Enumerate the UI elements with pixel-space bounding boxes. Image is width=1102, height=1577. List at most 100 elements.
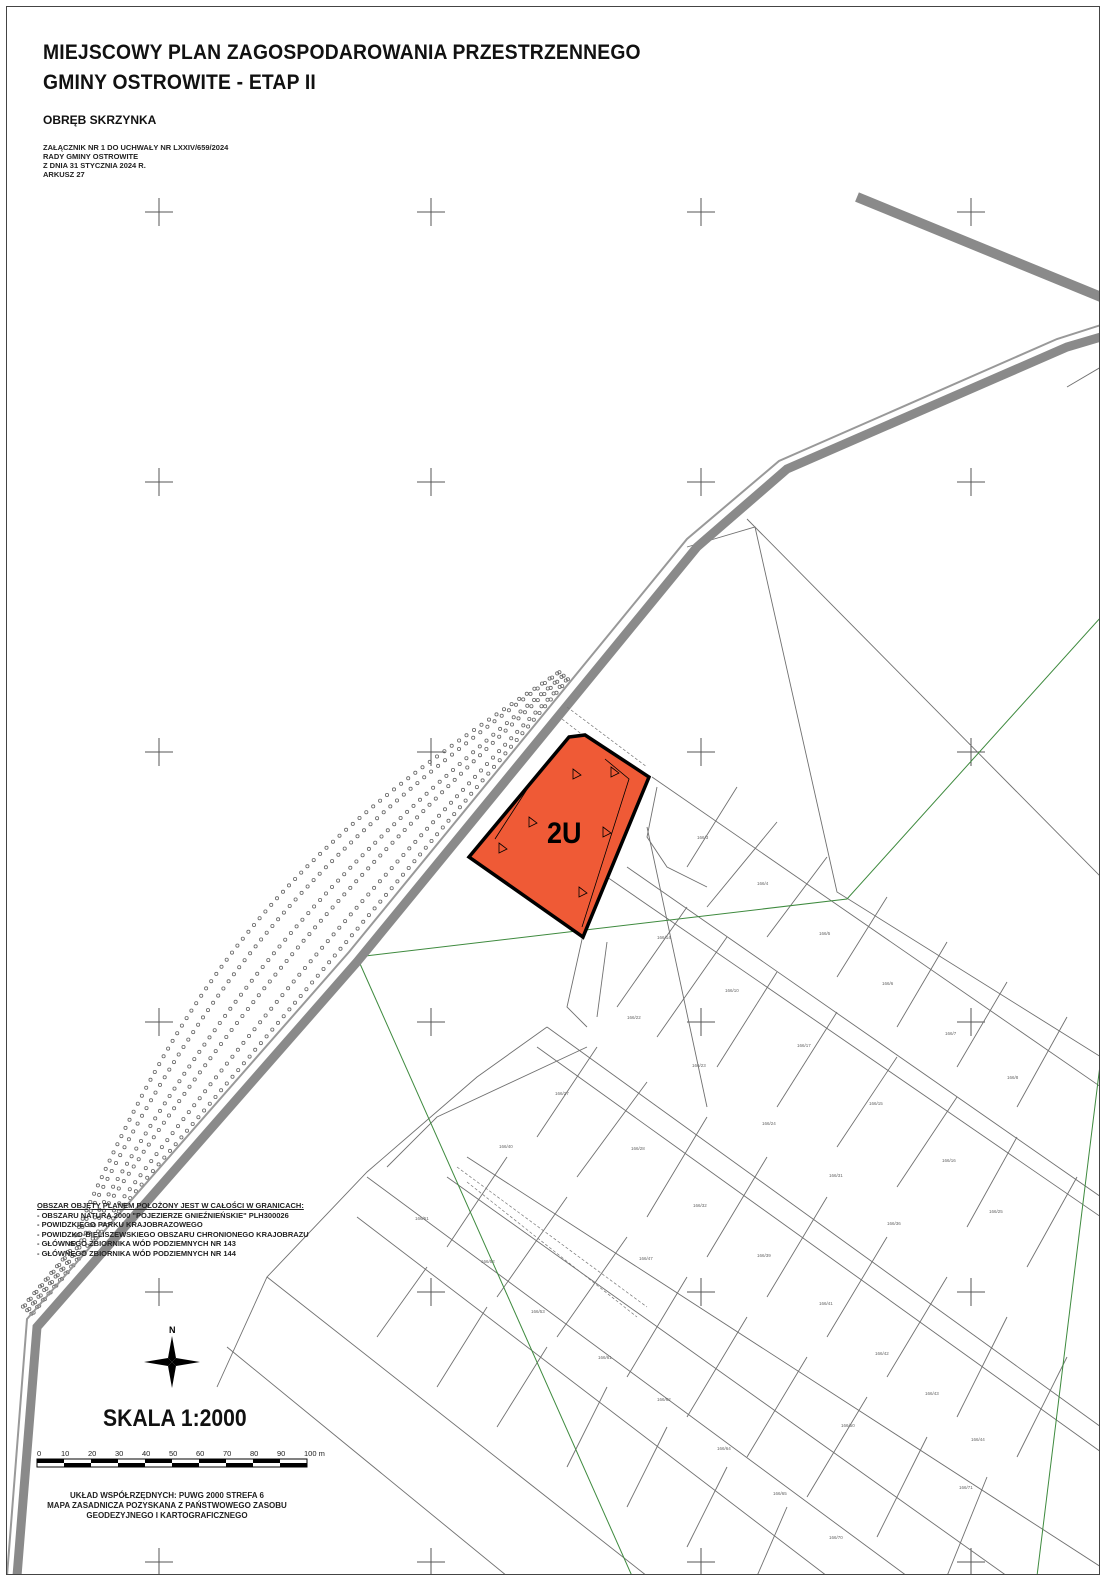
buffer-dot — [106, 1192, 111, 1197]
buffer-dot — [157, 1108, 162, 1113]
buffer-dot — [144, 1085, 149, 1090]
buffer-dot — [355, 834, 360, 839]
buffer-dot — [348, 912, 353, 917]
buffer-dot — [330, 905, 335, 910]
buffer-dot — [196, 1115, 201, 1120]
plot-label: 166/4 — [757, 881, 769, 886]
buffer-dot — [486, 771, 491, 776]
buffer-dot — [284, 959, 289, 964]
buffer-dot — [378, 798, 383, 803]
buffer-dot — [521, 697, 526, 702]
buffer-dot — [442, 807, 447, 812]
buffer-dot — [360, 872, 365, 877]
buffer-dot — [274, 999, 279, 1004]
buffer-dot — [224, 1081, 229, 1086]
buffer-dot — [184, 1128, 189, 1133]
buffer-dot — [114, 1161, 119, 1166]
buffer-dot — [172, 1106, 177, 1111]
buffer-dot — [535, 698, 540, 703]
buffer-dot — [181, 1045, 186, 1050]
map-title-line1: MIEJSCOWY PLAN ZAGOSPODAROWANIA PRZESTRZ… — [43, 41, 641, 64]
plot-labels: 166/3166/4166/5166/6166/7166/8166/14166/… — [415, 835, 1019, 1540]
buffer-dot — [118, 1153, 123, 1158]
buffer-dot — [138, 1173, 143, 1178]
buffer-dot — [325, 939, 330, 944]
buffer-dot — [366, 892, 371, 897]
plot-label: 166/44 — [971, 1437, 985, 1442]
buffer-dot — [161, 1054, 166, 1059]
buffer-dot — [383, 872, 388, 877]
plot-label: 166/50 — [841, 1423, 855, 1428]
buffer-dot — [258, 1041, 263, 1046]
buffer-dot — [497, 734, 502, 739]
buffer-dot — [431, 785, 436, 790]
buffer-dot — [73, 1233, 78, 1238]
buffer-dot — [560, 684, 565, 689]
buffer-dot — [186, 1110, 191, 1115]
buffer-dot — [539, 692, 544, 697]
buffer-dot — [305, 864, 310, 869]
buffer-dot — [182, 1091, 187, 1096]
buffer-dot — [286, 883, 291, 888]
legend-item: - POWIDZKO-BIELISZEWSKIEGO OBSZARU CHRON… — [37, 1229, 309, 1239]
scale-tick-label: 40 — [142, 1449, 151, 1458]
buffer-dot — [203, 1063, 208, 1068]
buffer-dot — [521, 723, 526, 728]
buffer-dot — [263, 909, 268, 914]
buffer-dot — [106, 1201, 111, 1206]
buffer-dot — [148, 1077, 153, 1082]
buffer-dot — [153, 1090, 158, 1095]
buffer-dot — [133, 1180, 138, 1185]
buffer-dot — [388, 804, 393, 809]
buffer-dot — [92, 1223, 97, 1228]
buffer-dot — [317, 871, 322, 876]
buffer-dot — [228, 1006, 233, 1011]
buffer-dot — [337, 925, 342, 930]
buffer-dot — [192, 1103, 197, 1108]
buffer-dot — [446, 818, 451, 823]
buffer-dot — [131, 1129, 136, 1134]
buffer-dot — [555, 671, 560, 676]
buffer-dot — [151, 1135, 156, 1140]
buffer-dot — [304, 987, 309, 992]
buffer-dot — [471, 728, 476, 733]
buffer-dot — [392, 822, 397, 827]
buffer-dot — [99, 1175, 104, 1180]
buffer-dot — [240, 936, 245, 941]
buffer-dot — [205, 1008, 210, 1013]
plot-label: 166/42 — [875, 1351, 889, 1356]
buffer-dot — [181, 1117, 186, 1122]
buffer-dot — [299, 890, 304, 895]
buffer-dot — [313, 925, 318, 930]
buffer-dot — [202, 1108, 207, 1113]
buffer-dot — [262, 986, 267, 991]
buffer-dot — [454, 794, 459, 799]
buffer-dot — [216, 993, 221, 998]
buffer-dot — [427, 802, 432, 807]
buffer-dot — [516, 716, 521, 721]
buffer-dot — [508, 744, 513, 749]
buffer-dot — [199, 993, 204, 998]
grid-cross — [417, 1008, 445, 1036]
buffer-dot — [499, 713, 504, 718]
buffer-dot — [366, 866, 371, 871]
buffer-dot — [37, 1284, 42, 1289]
zone-2u-area[interactable] — [466, 733, 652, 940]
buffer-dot — [429, 769, 434, 774]
buffer-dot — [484, 747, 489, 752]
buffer-dot — [255, 971, 260, 976]
buffer-dot — [435, 832, 440, 837]
buffer-dot — [247, 1054, 252, 1059]
buffer-dot — [529, 704, 534, 709]
buffer-dot — [138, 1139, 143, 1144]
buffer-dot — [471, 750, 476, 755]
buffer-dot — [65, 1250, 70, 1255]
buffer-dot — [159, 1145, 164, 1150]
buffer-dot — [249, 978, 254, 983]
buffer-dot — [497, 749, 502, 754]
buffer-dot — [515, 729, 520, 734]
buffer-dot — [331, 932, 336, 937]
plot-label: 166/15 — [869, 1101, 883, 1106]
green-boundaries — [356, 618, 1099, 1574]
